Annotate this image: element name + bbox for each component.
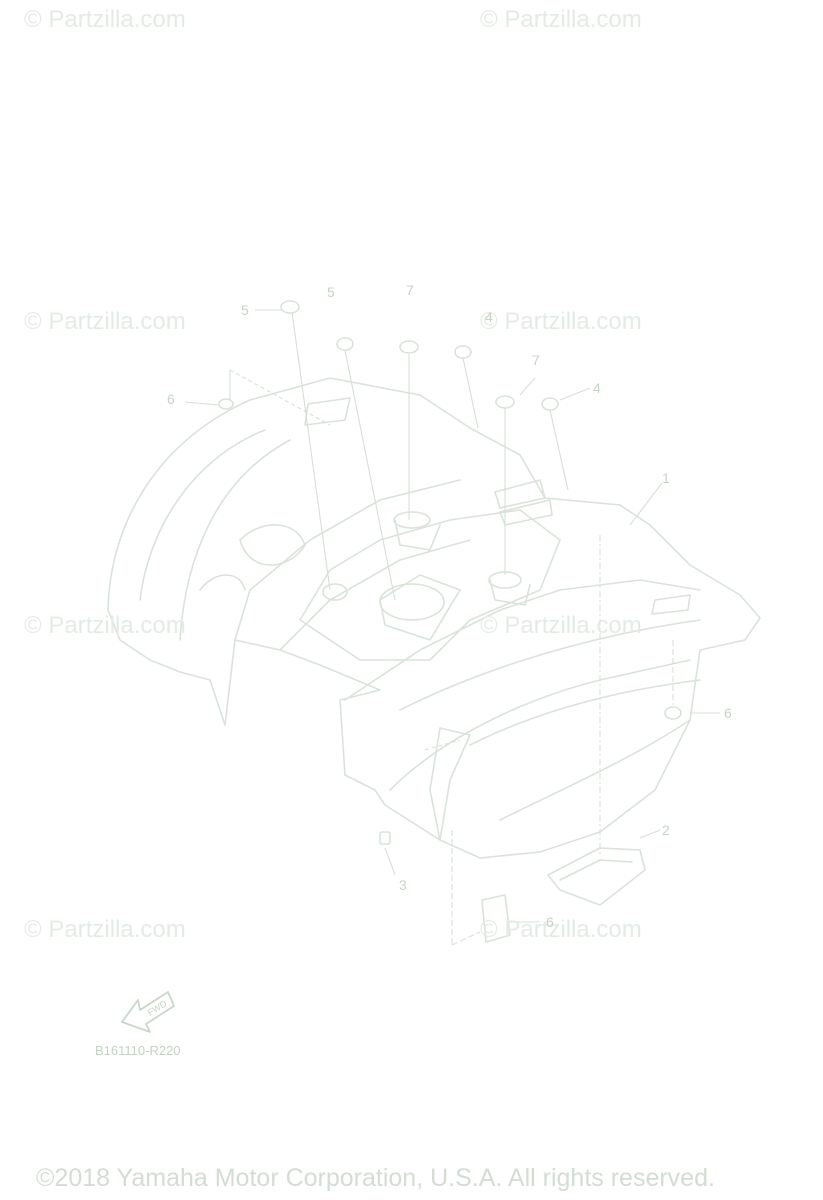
watermark: © Partzilla.com	[480, 308, 642, 335]
part-2-plate	[547, 847, 646, 906]
watermark: © Partzilla.com	[480, 916, 642, 943]
watermark: © Partzilla.com	[24, 6, 186, 33]
copyright-notice: ©2018 Yamaha Motor Corporation, U.S.A. A…	[36, 1164, 715, 1192]
watermark: © Partzilla.com	[24, 916, 186, 943]
part-8-reflector	[481, 894, 511, 943]
callout-4: 4	[593, 380, 601, 396]
callout-2: 2	[662, 822, 670, 838]
fwd-label: FWD	[146, 998, 169, 1018]
callout-3: 3	[399, 877, 407, 893]
callout-4: 4	[485, 309, 493, 325]
callout-5: 5	[241, 302, 249, 318]
callout-6: 6	[724, 705, 732, 721]
callout-6: 6	[546, 914, 554, 930]
callout-7: 7	[532, 352, 540, 368]
callout-6: 6	[167, 391, 175, 407]
diagram-code: B161110-R220	[95, 1043, 181, 1058]
watermark: © Partzilla.com	[24, 612, 186, 639]
callout-1: 1	[662, 470, 670, 486]
watermark: © Partzilla.com	[480, 612, 642, 639]
watermark: © Partzilla.com	[480, 6, 642, 33]
callout-5: 5	[327, 284, 335, 300]
rear-fender-outline	[107, 377, 761, 859]
fwd-arrow	[121, 991, 175, 1033]
watermark: © Partzilla.com	[24, 308, 186, 335]
callout-7: 7	[406, 282, 414, 298]
